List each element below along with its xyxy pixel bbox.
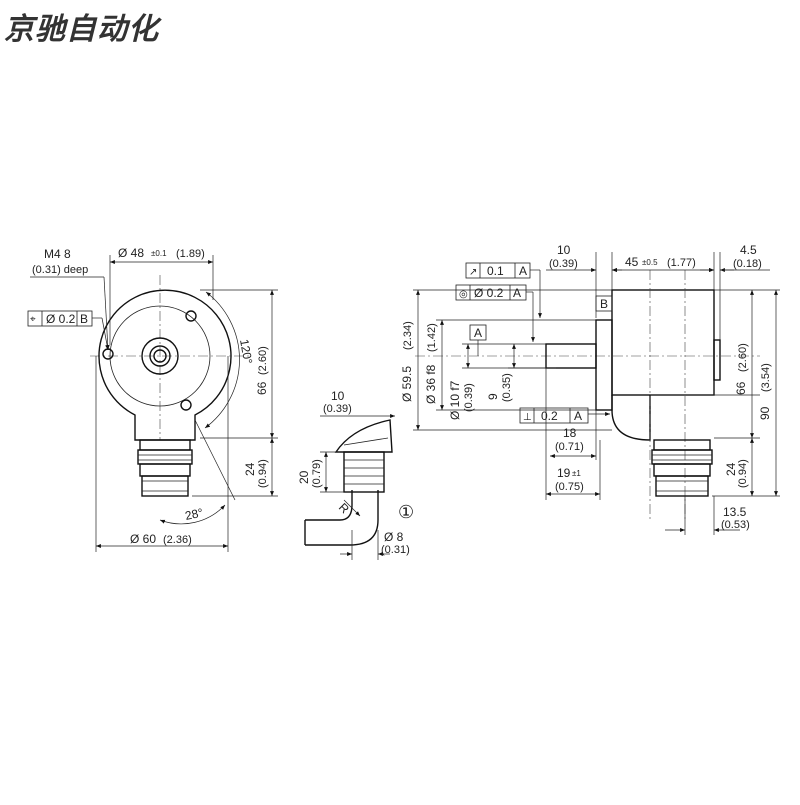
front-view: M4 8 (0.31) deep Ø 48 ±0.1 (1.89) ⌖ Ø 0.… [27,246,278,552]
dim-19: 19 [557,466,571,480]
thread-label: M4 8 [44,247,71,261]
concentricity-value: Ø 0.2 [474,286,504,300]
diameter-59-5-inch: (2.34) [402,321,414,350]
side-dim-24: 24 [724,462,738,476]
position-tolerance-frame [27,310,93,327]
note-marker: ① [398,502,414,522]
perpendicularity-datum: A [574,409,582,423]
side-dim-4-5-inch: (0.18) [733,258,762,270]
side-dim-66: 66 [734,381,748,395]
side-dim-45-tol: ±0.5 [642,258,658,267]
shaft [545,343,597,369]
cable-dim-20: 20 [297,470,311,484]
concentricity-icon: ◎ [459,289,468,300]
side-dim-10-inch: (0.39) [549,258,578,270]
angle-120-label: 120° [237,338,255,365]
cable-dim-10: 10 [331,389,345,403]
dim-18-inch: (0.71) [555,441,584,453]
watermark: 京驰自动化 [4,12,159,47]
cable-gland [343,451,385,493]
dim-18: 18 [563,426,577,440]
position-tolerance-value: Ø 0.2 [46,312,76,326]
runout-datum: A [519,264,527,278]
cable-diameter-8-inch: (0.31) [381,544,410,556]
datum-a-label: A [474,326,482,340]
hole-diameter-tolerance: ±0.1 [151,249,167,258]
mounting-hole-left [102,348,114,360]
position-tolerance-datum: B [80,312,88,326]
side-dim-90-inch: (3.54) [760,363,772,392]
perpendicularity-value: 0.2 [541,409,558,423]
cable-dim-20-inch: (0.79) [311,459,323,488]
encoder-housing-front [98,289,232,441]
perpendicularity-icon: ⊥ [523,412,532,423]
angle-28-label: 28° [184,505,205,523]
perpendicularity-frame [519,407,589,424]
housing-tip [334,419,393,453]
concentricity-datum: A [513,286,521,300]
diameter-10: Ø 10 f7 [448,380,462,420]
height-66-inch: (2.60) [257,346,269,375]
dim-19-inch: (0.75) [555,481,584,493]
dim-9: 9 [486,393,500,400]
cable-detail-view: 10 (0.39) 20 (0.79) R ① Ø 8 (0.31) [297,389,414,560]
datum-b-label: B [600,297,608,311]
cable-outline-inner [305,490,379,546]
runout-value: 0.1 [487,264,504,278]
side-dim-90: 90 [758,406,772,420]
side-dim-45: 45 [625,255,639,269]
diameter-59-5: Ø 59.5 [400,366,414,402]
side-dim-13-5: 13.5 [723,505,747,519]
diameter-60-label: Ø 60 [130,532,156,546]
cable-outline-outer [305,490,353,521]
hole-diameter-label: Ø 48 [118,246,144,260]
mounting-hole-top [185,310,197,322]
side-dim-4-5: 4.5 [740,243,757,257]
cover-tab [713,339,721,381]
side-dim-13-5-inch: (0.53) [721,519,750,531]
position-symbol-icon: ⌖ [30,314,36,325]
hole-diameter-inch: (1.89) [176,248,205,260]
height-24-label: 24 [243,462,257,476]
diameter-36: Ø 36 f8 [424,364,438,404]
dim-9-inch: (0.35) [501,373,513,402]
thread-depth-label: (0.31) deep [32,264,88,276]
side-dim-45-inch: (1.77) [667,257,696,269]
height-24-inch: (0.94) [257,459,269,488]
concentricity-frame [455,284,527,301]
cable-diameter-8: Ø 8 [384,530,404,544]
height-66-label: 66 [255,381,269,395]
runout-tolerance-frame [465,262,531,279]
encoder-body-side [611,289,715,396]
side-dim-24-inch: (0.94) [737,459,749,488]
diameter-10-inch: (0.39) [463,383,475,412]
side-dim-10: 10 [557,243,571,257]
dim-19-tol: ±1 [572,469,581,478]
runout-arrow-icon: ↗ [469,267,477,278]
shaft-bore [141,337,179,375]
diameter-60-inch: (2.36) [163,534,192,546]
cable-dim-10-inch: (0.39) [323,403,352,415]
side-view: ↗ 0.1 A ◎ Ø 0.2 A A B [400,243,780,535]
side-dim-66-inch: (2.60) [737,343,749,372]
flange [595,319,613,411]
diameter-36-inch: (1.42) [426,323,438,352]
mounting-hole-bottom [180,399,192,411]
